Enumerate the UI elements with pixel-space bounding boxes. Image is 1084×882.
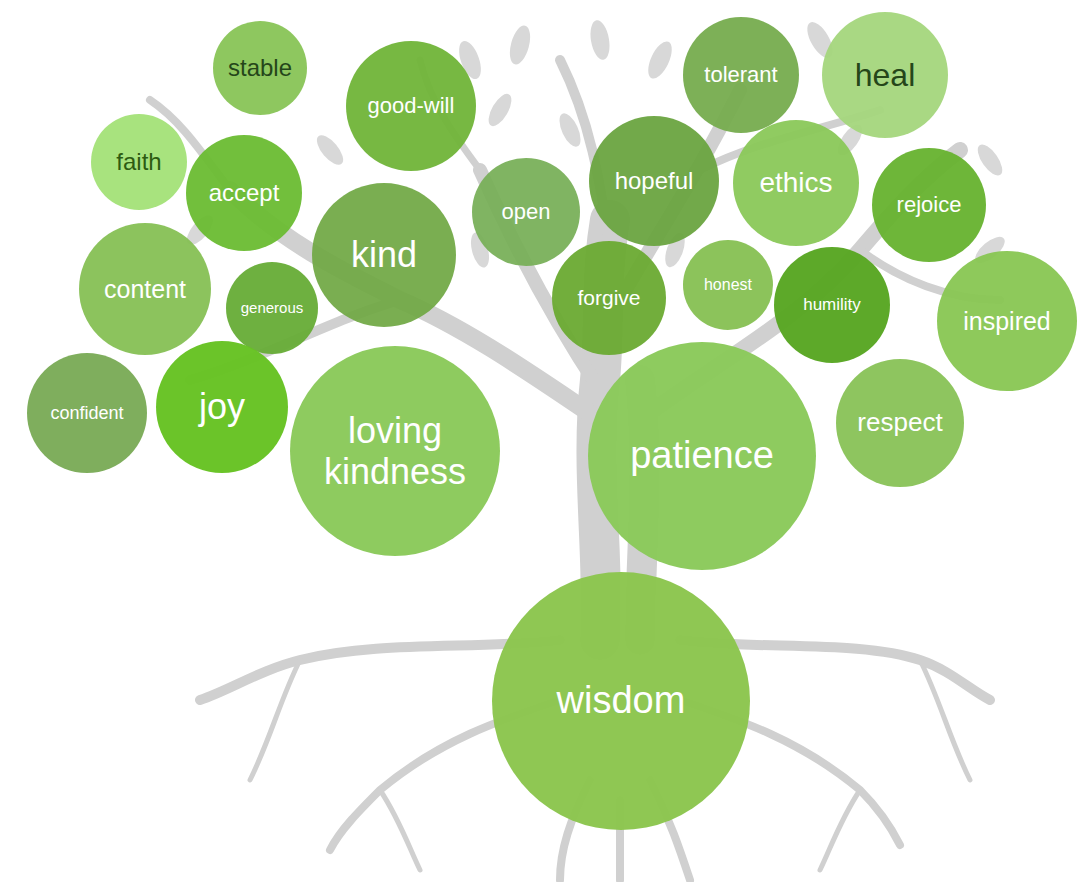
word-circle: heal [822, 12, 948, 138]
virtue-word: ethics [759, 167, 832, 199]
virtue-word: generous [241, 299, 304, 316]
virtue-word: kind [351, 234, 417, 275]
virtue-word: hopeful [615, 167, 694, 195]
word-circle: respect [836, 359, 964, 487]
word-circle: wisdom [492, 572, 750, 830]
virtue-word: patience [630, 434, 774, 478]
virtue-word: faith [116, 148, 161, 176]
word-circle: generous [226, 262, 318, 354]
virtue-word: tolerant [704, 62, 777, 87]
word-circle: forgive [552, 241, 666, 355]
virtue-word: loving kindness [309, 410, 481, 493]
word-circle: loving kindness [290, 346, 500, 556]
word-circle: stable [213, 21, 307, 115]
virtue-word: forgive [577, 286, 640, 310]
word-circle: content [79, 223, 211, 355]
virtue-word: good-will [368, 93, 455, 118]
word-circle: good-will [346, 41, 476, 171]
virtue-word: confident [50, 403, 123, 424]
word-circle: confident [27, 353, 147, 473]
word-circle: hopeful [589, 116, 719, 246]
virtue-word: rejoice [897, 192, 962, 217]
virtue-word: content [104, 275, 186, 304]
word-circle: kind [312, 183, 456, 327]
virtue-word: inspired [963, 307, 1051, 336]
virtue-word: open [502, 199, 551, 224]
virtue-word: respect [857, 408, 942, 438]
virtue-word: accept [209, 179, 280, 207]
word-circle: rejoice [872, 148, 986, 262]
word-circle: patience [588, 342, 816, 570]
virtue-word: stable [228, 54, 292, 82]
word-circle: ethics [733, 120, 859, 246]
virtue-word: honest [704, 276, 752, 294]
word-circle: humility [774, 247, 890, 363]
word-circle: honest [683, 240, 773, 330]
word-circle: open [472, 158, 580, 266]
word-circle: faith [91, 114, 187, 210]
word-circle: inspired [937, 251, 1077, 391]
virtue-word: joy [199, 386, 245, 427]
virtue-word: humility [803, 295, 861, 315]
word-circle: tolerant [683, 17, 799, 133]
word-circle: joy [156, 341, 288, 473]
virtue-word: heal [855, 57, 916, 94]
virtue-word: wisdom [557, 679, 686, 723]
word-circle: accept [186, 135, 302, 251]
